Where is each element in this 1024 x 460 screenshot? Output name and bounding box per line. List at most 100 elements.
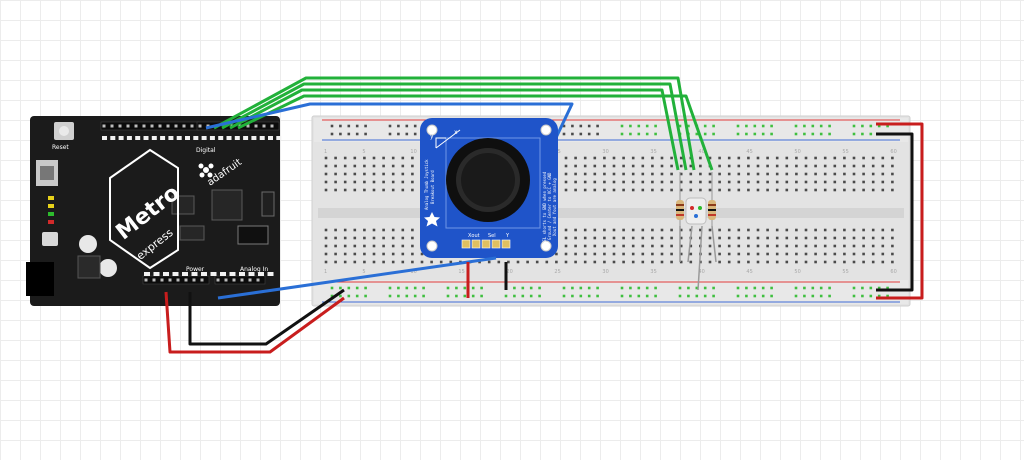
breadboard-hole (372, 252, 376, 256)
joystick-side-line2: Ground / Center to VCC + GND (547, 172, 552, 240)
breadboard-hole (382, 180, 385, 184)
breadboard-hole (324, 228, 328, 232)
power-analog-pin-silkscreen (229, 272, 236, 276)
breadboard-hole (324, 156, 328, 160)
breadboard-rail-hole (745, 124, 748, 128)
breadboard-hole (871, 180, 875, 184)
breadboard-hole (670, 260, 673, 264)
breadboard-hole (862, 252, 865, 256)
breadboard-hole (747, 164, 750, 168)
breadboard-hole (795, 244, 798, 248)
breadboard-hole (343, 244, 347, 248)
breadboard-hole (862, 228, 865, 232)
breadboard-rail-hole (745, 132, 748, 136)
breadboard-hole (401, 180, 405, 184)
breadboard-rail-hole (397, 294, 400, 298)
breadboard-rail-hole (629, 132, 632, 136)
breadboard-rail-hole (422, 286, 425, 290)
breadboard-hole (401, 236, 405, 240)
breadboard-hole (727, 228, 731, 232)
capacitor-2 (99, 259, 117, 277)
breadboard-hole (603, 180, 606, 184)
breadboard-rail-hole (828, 124, 831, 128)
breadboard-hole (372, 188, 376, 192)
breadboard-hole (372, 164, 376, 168)
bottom-power-rail (314, 280, 908, 304)
breadboard-rail-hole (579, 294, 583, 298)
breadboard-rail-hole (571, 286, 574, 290)
breadboard-hole (756, 252, 760, 256)
breadboard-hole (679, 228, 683, 232)
breadboard-hole (737, 180, 741, 184)
breadboard-hole (583, 156, 587, 160)
breadboard-hole (641, 164, 645, 168)
breadboard-hole (363, 180, 366, 184)
breadboard-hole (871, 252, 875, 256)
breadboard-rail-hole (596, 124, 599, 128)
breadboard-rail-hole (480, 286, 483, 290)
joystick-cap-center[interactable] (461, 153, 515, 207)
breadboard-hole (353, 156, 357, 160)
breadboard-hole (651, 164, 654, 168)
breadboard-hole (593, 260, 597, 264)
breadboard-hole (718, 180, 721, 184)
breadboard-hole (372, 172, 376, 176)
breadboard-hole (583, 228, 587, 232)
breadboard-rail-hole (678, 286, 682, 290)
breadboard-hole (737, 164, 741, 168)
breadboard-hole (699, 236, 702, 240)
breadboard-hole (708, 156, 712, 160)
breadboard-hole (670, 188, 673, 192)
breadboard-hole (843, 236, 846, 240)
digital-header-left-pin (174, 124, 178, 128)
breadboard-hole (679, 156, 683, 160)
capacitor-1 (79, 235, 97, 253)
breadboard-hole (756, 260, 760, 264)
breadboard-hole (871, 228, 875, 232)
breadboard-hole (343, 164, 347, 168)
breadboard-hole (708, 188, 712, 192)
breadboard-hole (795, 180, 798, 184)
power-analog-pin-silkscreen (258, 272, 264, 276)
column-number-top: 50 (794, 149, 800, 155)
breadboard-hole (564, 156, 568, 160)
breadboard-hole (852, 164, 856, 168)
breadboard-hole (603, 188, 606, 192)
breadboard-rail-hole (803, 132, 806, 136)
breadboard-rail-hole (529, 294, 533, 298)
breadboard-hole (756, 164, 760, 168)
breadboard-rail-hole (388, 294, 392, 298)
breadboard-hole (737, 228, 741, 232)
breadboard-hole (689, 260, 693, 264)
reset-button-cap[interactable] (59, 126, 69, 136)
breadboard-rail-hole (770, 294, 773, 298)
breadboard-hole (631, 260, 635, 264)
breadboard-hole (391, 260, 395, 264)
led-lead-3 (697, 225, 703, 291)
breadboard-hole (382, 252, 385, 256)
breadboard-hole (353, 244, 357, 248)
breadboard-hole (670, 172, 673, 176)
breadboard-hole (382, 244, 385, 248)
joystick-side-line3: Xout and Yout are analog (552, 178, 557, 236)
breadboard-rail-hole (422, 294, 425, 298)
breadboard-hole (699, 228, 702, 232)
breadboard-hole (353, 228, 357, 232)
breadboard-rail-hole (886, 294, 889, 298)
breadboard-hole (727, 164, 731, 168)
breadboard-hole (833, 172, 837, 176)
breadboard-rail-hole (753, 124, 757, 128)
breadboard-hole (747, 188, 750, 192)
breadboard-rail-hole (413, 294, 417, 298)
digital-header-left-pin (190, 124, 194, 128)
breadboard-rail-hole (339, 286, 342, 290)
breadboard-rail-hole (538, 294, 541, 298)
breadboard-hole (651, 236, 654, 240)
breadboard-rail-hole (562, 294, 566, 298)
breadboard-hole (737, 156, 741, 160)
breadboard-hole (679, 252, 683, 256)
breadboard-rail-hole (736, 286, 740, 290)
breadboard-hole (756, 180, 760, 184)
breadboard-hole (564, 244, 568, 248)
